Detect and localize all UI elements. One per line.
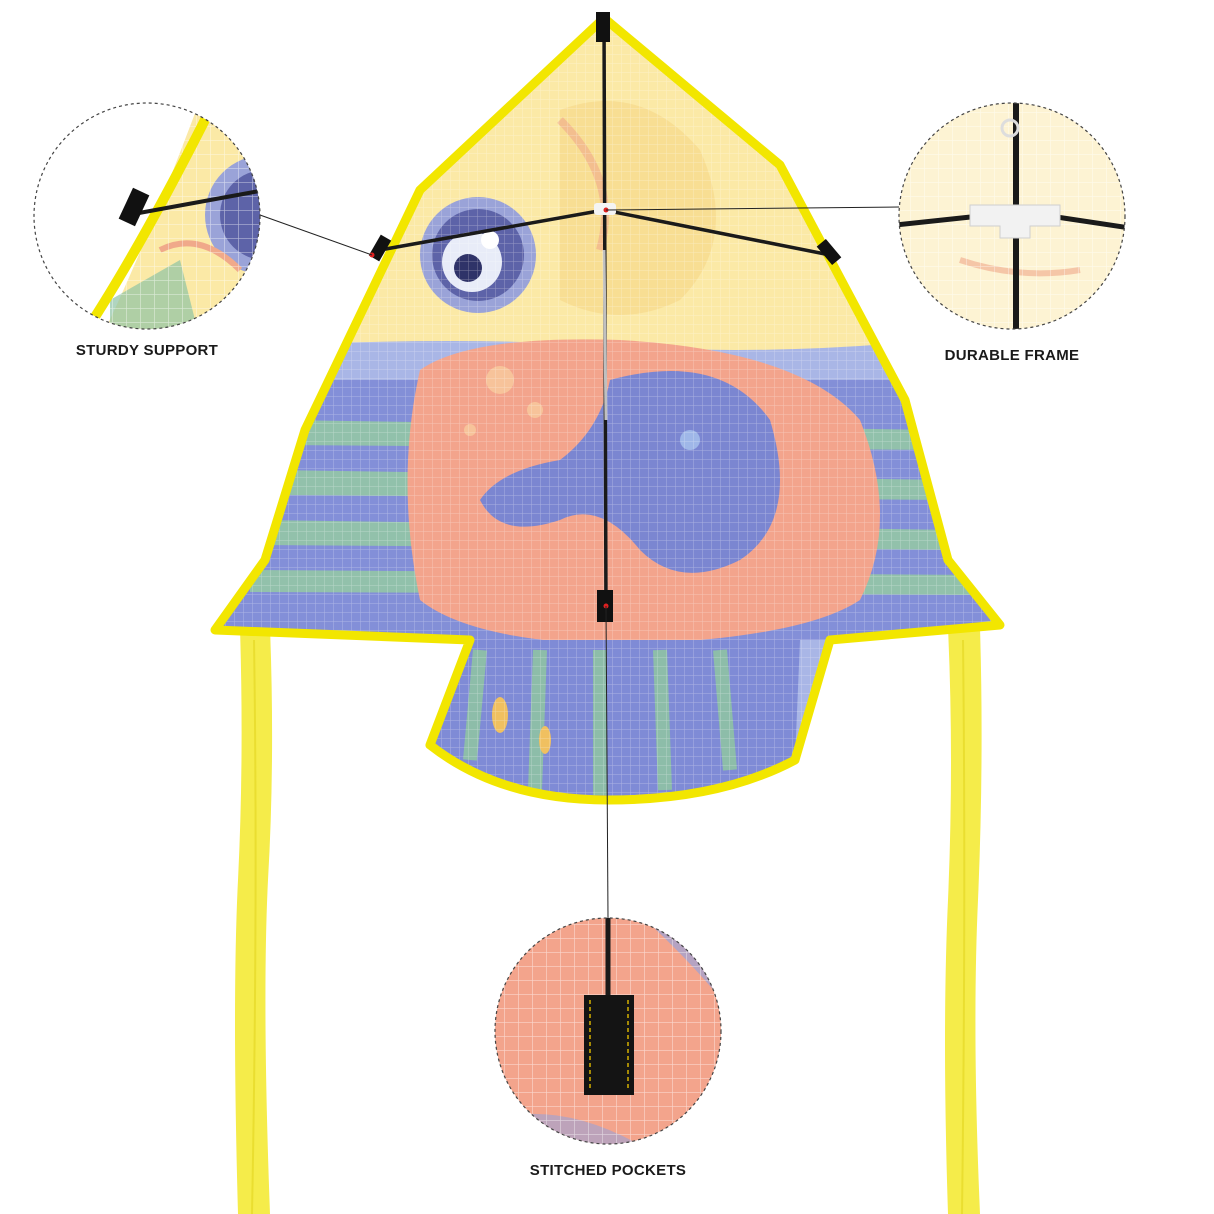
callout-lines xyxy=(259,206,900,919)
kite-frame xyxy=(368,12,842,622)
magnifier-circle-frame xyxy=(898,102,1126,330)
magnifier-circle-support xyxy=(33,102,261,330)
kite-edge-binding xyxy=(210,13,1005,805)
callout-label-pockets: STITCHED POCKETS xyxy=(529,1162,687,1179)
magnifier-circle-pocket xyxy=(494,917,722,1145)
callout-label-frame: DURABLE FRAME xyxy=(944,347,1080,364)
callout-label-support: STURDY SUPPORT xyxy=(75,342,219,359)
kite-tail-left xyxy=(235,628,273,1214)
kite-sail xyxy=(215,18,1000,800)
kite-tail-right xyxy=(945,628,982,1214)
